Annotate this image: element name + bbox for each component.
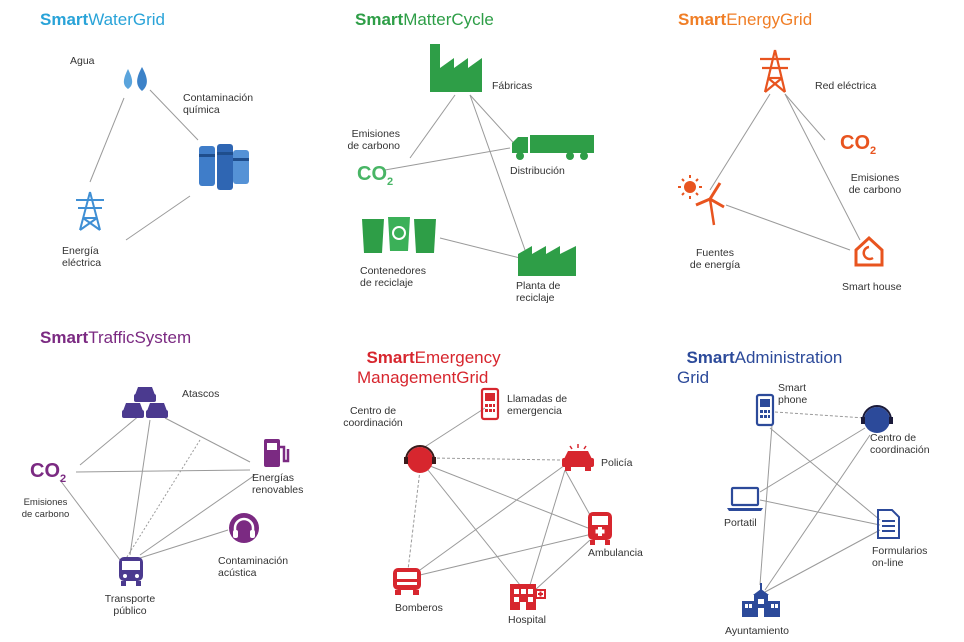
co2-label: CO2 <box>30 460 67 485</box>
smartphone-icon <box>755 393 775 432</box>
label-hospital: Hospital <box>508 614 546 626</box>
police-car-icon <box>560 443 596 478</box>
label-bomberos: Bomberos <box>395 602 443 614</box>
recycling-plant-icon <box>516 242 578 281</box>
label-red-electrica: Red eléctrica <box>815 80 877 92</box>
headphones-icon <box>226 512 262 549</box>
label-distribucion: Distribución <box>510 165 565 177</box>
label-ambulancia: Ambulancia <box>588 547 643 559</box>
title-matter-cycle: SmartMatterCycle <box>355 10 494 29</box>
fire-truck-icon <box>390 565 424 602</box>
label-portatil: Portatil <box>724 517 757 529</box>
form-document-icon <box>875 508 901 545</box>
label-centro-coordinacion: Centro de coordinación <box>870 432 930 456</box>
traffic-jam-icon <box>122 385 170 428</box>
label-contaminacion-acustica: Contaminación acústica <box>218 555 289 579</box>
factory-icon <box>428 40 488 97</box>
label-energia-electrica: Energía eléctrica <box>62 245 102 269</box>
label-agua: Agua <box>70 55 95 67</box>
label-smart-house: Smart house <box>842 281 902 293</box>
operator-headset-icon <box>860 403 894 442</box>
label-ayuntamiento: Ayuntamiento <box>725 625 790 637</box>
label-emisiones-carbono: Emisiones de carbono <box>21 497 70 520</box>
title-energy-grid: SmartEnergyGrid <box>678 10 813 29</box>
title-water-grid: SmartWaterGrid <box>40 10 166 29</box>
truck-icon <box>510 133 596 166</box>
chemical-barrels-icon <box>195 140 251 201</box>
sun-wind-icon <box>678 173 728 232</box>
label-llamadas-emergencia: Llamadas de emergencia <box>507 393 568 417</box>
ambulance-icon <box>585 510 615 551</box>
title-traffic-system: SmartTrafficSystem <box>40 328 192 347</box>
water-drops-icon <box>118 65 152 100</box>
label-contenedores-reciclaje: Contenedores de reciclaje <box>360 265 426 289</box>
label-fuentes-energia: Fuentes de energía <box>689 247 741 271</box>
hospital-icon <box>508 580 546 617</box>
power-tower-icon <box>74 190 106 237</box>
title-emergency-management-grid: SmartEmergency ManagementGrid <box>357 348 501 387</box>
operator-headset-icon <box>403 443 437 482</box>
laptop-icon <box>726 486 764 517</box>
label-planta-reciclaje: Planta de reciclaje <box>516 280 561 304</box>
bus-icon <box>116 555 146 592</box>
smart-house-icon <box>852 234 886 273</box>
label-fabricas: Fábricas <box>492 80 533 92</box>
label-smart-phone: Smart phone <box>778 382 808 406</box>
mobile-phone-icon <box>480 387 500 426</box>
label-atascos: Atascos <box>182 388 220 400</box>
co2-label: CO2 <box>357 163 394 188</box>
label-emisiones-carbono: Emisiones de carbono <box>848 172 902 196</box>
title-administration-grid: SmartAdministration Grid <box>677 348 843 387</box>
label-energias-renovables: Energías renovables <box>252 472 304 496</box>
fuel-pump-icon <box>262 437 290 474</box>
town-hall-icon <box>740 583 782 624</box>
label-formularios-online: Formularios on-line <box>872 545 928 569</box>
co2-label: CO2 <box>840 132 877 157</box>
label-centro-coordinacion: Centro de coordinación <box>343 405 403 429</box>
power-tower-icon <box>758 48 792 99</box>
label-contaminacion-quimica: Contaminación química <box>183 92 254 116</box>
label-transporte-publico: Transporte público <box>104 593 156 617</box>
label-emisiones-carbono: Emisiones de carbono <box>347 128 400 152</box>
label-policia: Policía <box>601 457 633 469</box>
recycling-bins-icon <box>358 213 440 260</box>
